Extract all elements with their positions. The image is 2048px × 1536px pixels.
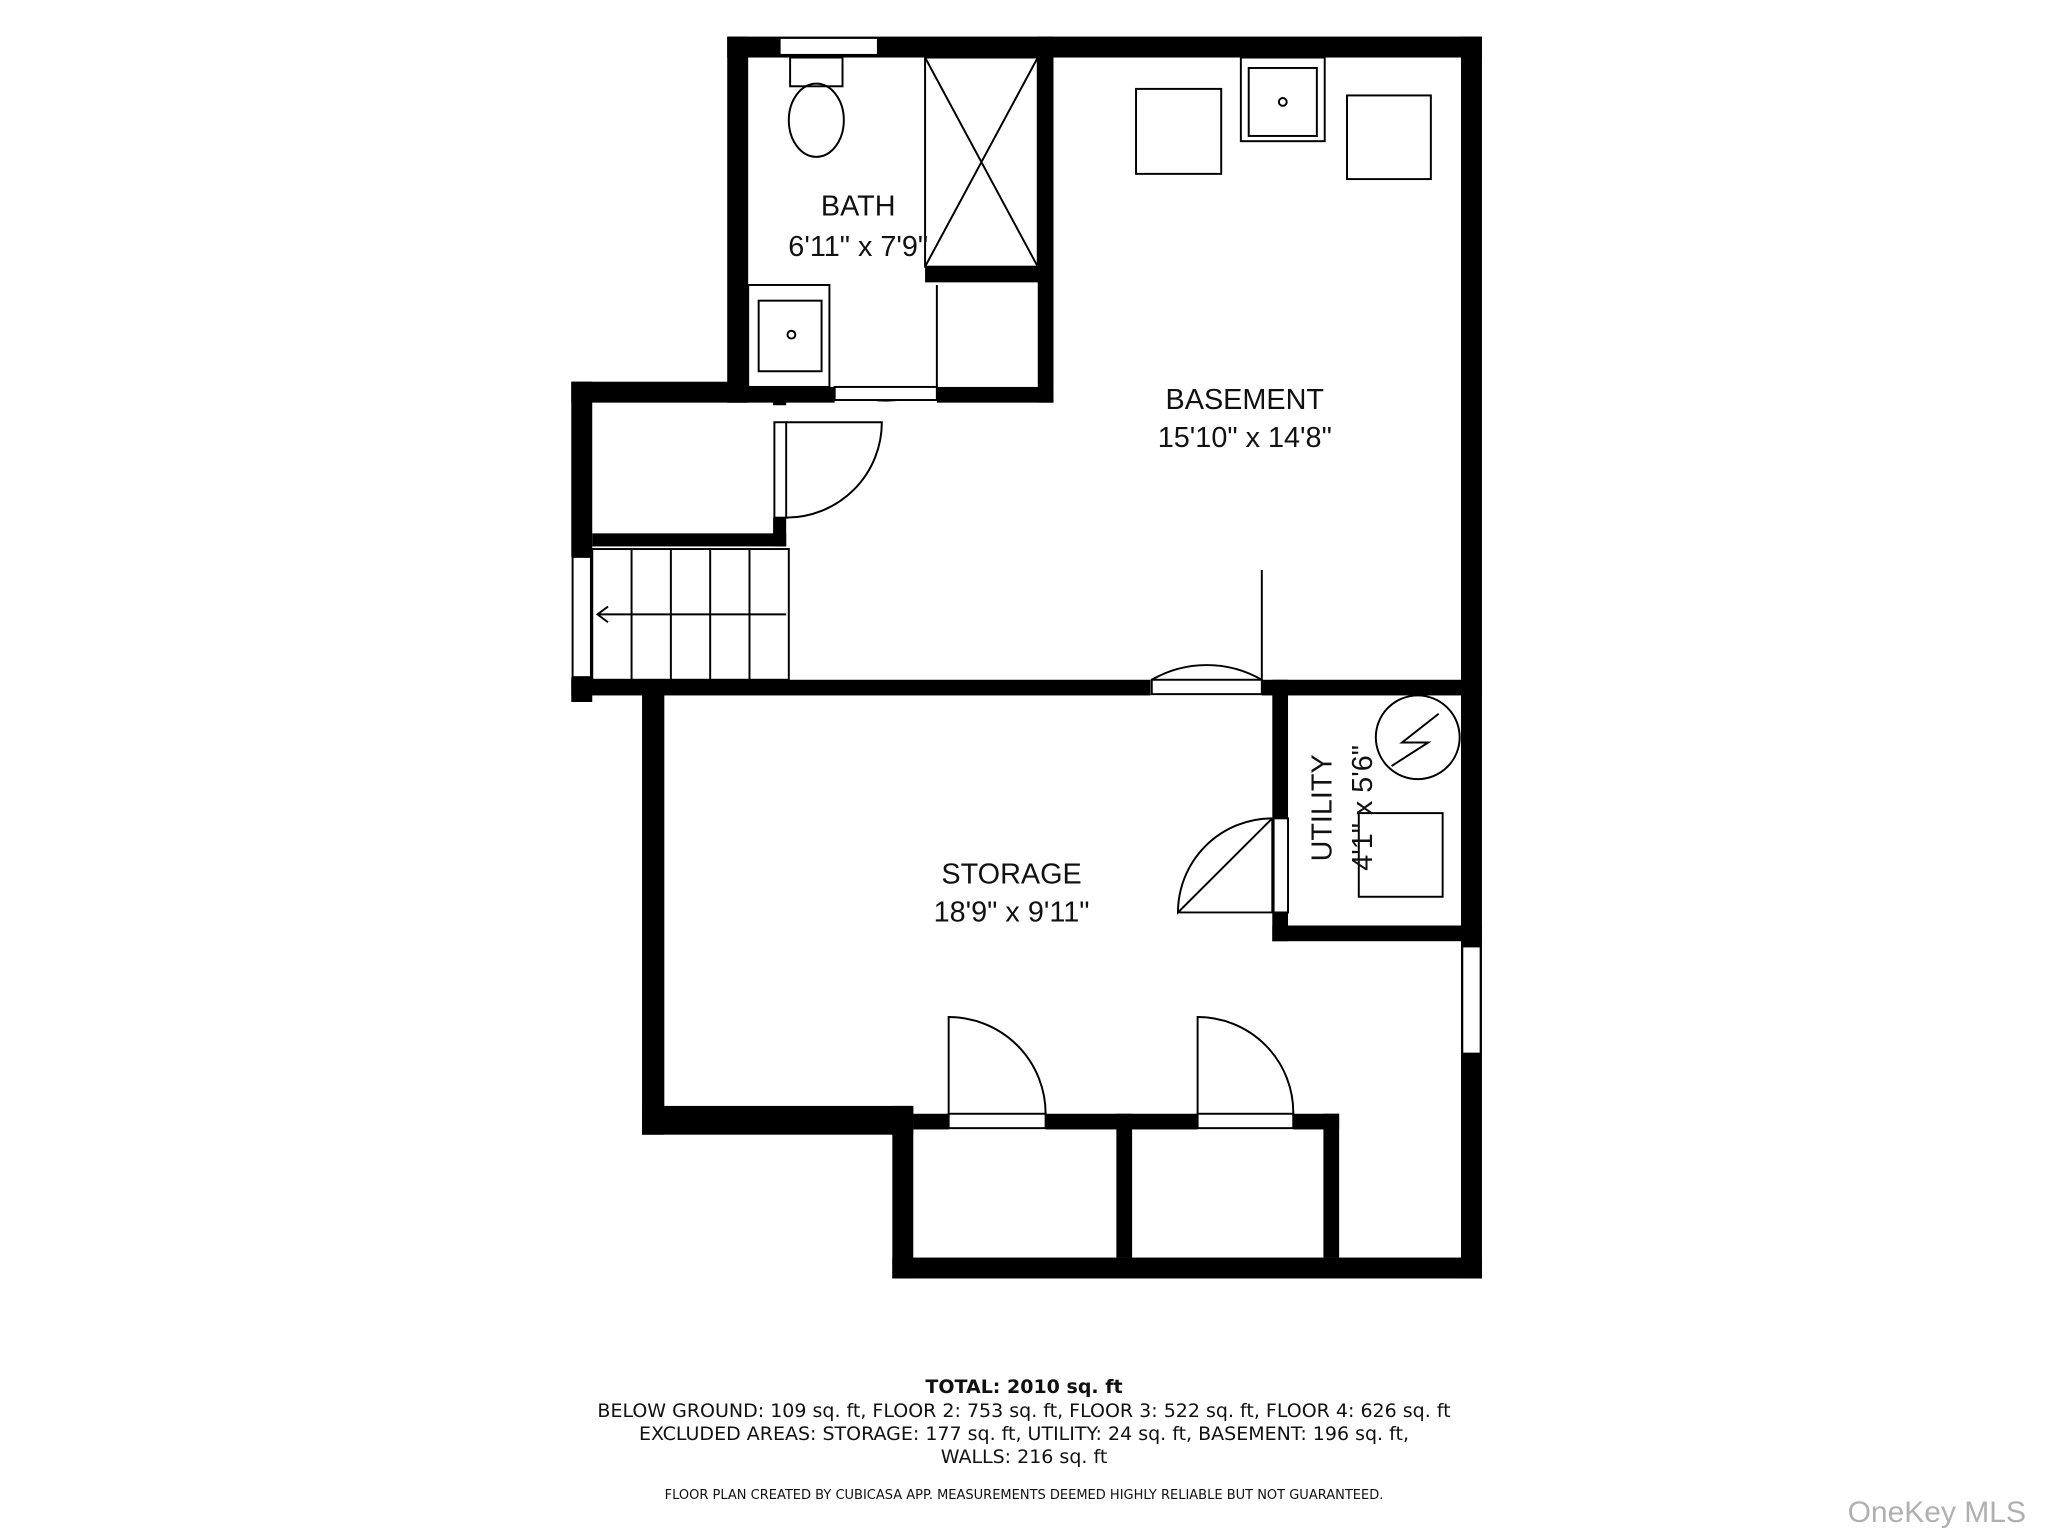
wall-storage-bottom [642, 1105, 914, 1135]
wall-utility-left-top [1272, 679, 1289, 819]
water-heater [1374, 694, 1461, 781]
window-right [1461, 945, 1482, 1055]
bath-dims: 6'11" x 7'9" [788, 231, 928, 263]
stairs [591, 548, 790, 681]
total-area: TOTAL: 2010 sq. ft [925, 1376, 1123, 1398]
shower [924, 56, 1039, 268]
furnace [1357, 812, 1444, 898]
wall-closet-left [571, 381, 593, 557]
wall-closet-right-bottom [773, 517, 787, 547]
wall-top [727, 36, 1482, 58]
bath-sink [747, 283, 831, 388]
wall-closet-right [1323, 1113, 1340, 1258]
wall-right [1460, 36, 1482, 1279]
toilet-tank [789, 56, 844, 88]
wall-middle-right [1261, 679, 1482, 696]
storage-dims: 18'9" x 9'11" [934, 897, 1090, 929]
walls-area: WALLS: 216 sq. ft [940, 1446, 1108, 1468]
wall-closets-top-a [913, 1113, 949, 1130]
disclaimer: FLOOR PLAN CREATED BY CUBICASA APP. MEAS… [664, 1488, 1384, 1503]
fixtures [591, 56, 1461, 1130]
wall-shower-bottom [925, 266, 1043, 283]
wall-bath-bottom-right [936, 386, 1054, 403]
utility-dims: 4'1" x 5'6" [1347, 745, 1379, 871]
wall-bath-right [1037, 36, 1054, 403]
watermark: OneKey MLS [1847, 1496, 2026, 1529]
toilet-bowl [787, 82, 845, 158]
basement-label: BASEMENT [1166, 384, 1325, 416]
wall-closet-divider [1116, 1113, 1133, 1258]
wall-utility-bottom [1272, 925, 1482, 942]
appliance-1 [1135, 87, 1223, 175]
doors [773, 284, 1295, 1130]
appliance-2 [1346, 94, 1432, 181]
wall-bath-bottom-left [727, 386, 835, 403]
basement-dims: 15'10" x 14'8" [1158, 422, 1332, 454]
basement-sink [1239, 56, 1326, 143]
utility-label: UTILITY [1306, 754, 1338, 861]
wall-storage-left [642, 692, 665, 1135]
storage-label: STORAGE [941, 859, 1081, 891]
window-stairs [571, 555, 592, 679]
wall-middle [571, 679, 1151, 696]
wall-lower-left [892, 1105, 914, 1279]
excluded-areas: EXCLUDED AREAS: STORAGE: 177 sq. ft, UTI… [638, 1423, 1409, 1445]
wall-bath-left [727, 36, 749, 403]
bath-label: BATH [821, 191, 896, 223]
wall-bottom [892, 1257, 1482, 1279]
walls [571, 36, 1482, 1279]
window-bath [778, 36, 879, 56]
floor-areas: BELOW GROUND: 109 sq. ft, FLOOR 2: 753 s… [597, 1400, 1451, 1422]
wall-closet-top [571, 381, 749, 403]
wall-closet-bottom [592, 533, 787, 547]
